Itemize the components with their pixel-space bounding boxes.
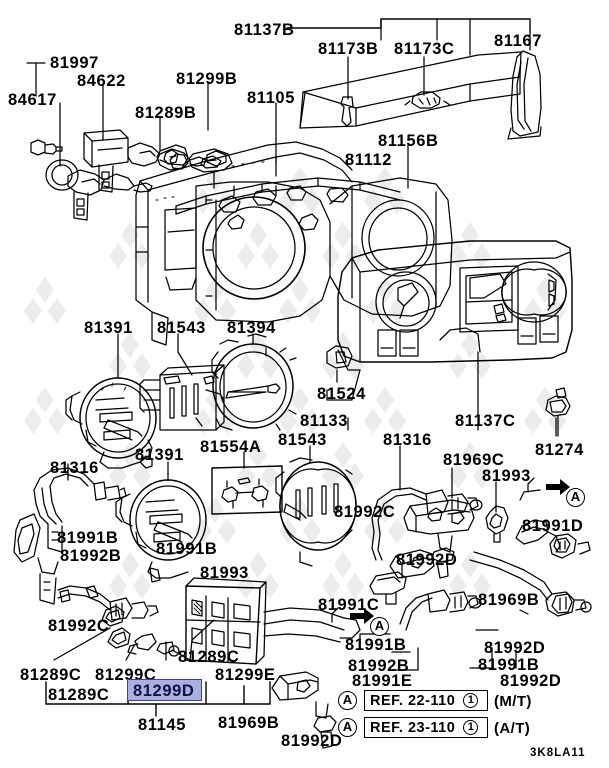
group-81992c-left	[13, 513, 159, 621]
part-label-81992d[interactable]: 81992D	[281, 732, 343, 750]
part-label-81524[interactable]: 81524	[317, 385, 366, 403]
sensor-lead-81316-right	[371, 487, 483, 561]
tachometer-81394	[211, 333, 297, 431]
part-label-84622[interactable]: 84622	[77, 72, 126, 90]
part-label-81394[interactable]: 81394	[227, 319, 276, 337]
part-label-81993[interactable]: 81993	[200, 564, 249, 582]
part-label-81299b[interactable]: 81299B	[176, 70, 238, 88]
lower-left-leaders	[53, 619, 215, 661]
part-label-81992d[interactable]: 81992D	[500, 672, 562, 690]
grommet-81524	[326, 345, 361, 401]
ref-marker-circle-a: A	[338, 691, 357, 710]
misc-bottom-leaders	[359, 609, 529, 671]
bulbs-lower	[101, 605, 180, 657]
part-label-81137c[interactable]: 81137C	[455, 412, 516, 430]
part-label-81289c[interactable]: 81289C	[48, 686, 110, 704]
part-label-81173c[interactable]: 81173C	[394, 40, 455, 58]
speedometer-81391-lower	[115, 479, 207, 583]
part-label-84617[interactable]: 84617	[8, 91, 57, 109]
clip-81991d	[515, 489, 591, 559]
part-label-81992b[interactable]: 81992B	[60, 547, 122, 565]
part-label-81991b[interactable]: 81991B	[478, 656, 540, 674]
label-leaders	[265, 347, 557, 437]
part-label-81274[interactable]: 81274	[535, 441, 584, 459]
small-hardware-top	[30, 129, 207, 221]
sheet-code: 3K8LA11	[530, 747, 586, 759]
part-label-81299e[interactable]: 81299E	[215, 666, 276, 684]
part-label-81991d[interactable]: 81991D	[522, 517, 584, 535]
cluster-housing-81105	[135, 141, 453, 346]
bracket-81992d-upper	[403, 499, 475, 579]
upper-leader-lines	[26, 62, 409, 189]
arrow-marker-circle-a: A	[370, 617, 389, 636]
harness-81969b	[469, 551, 592, 617]
top-bracket-leaders	[286, 18, 531, 100]
reference-box-1[interactable]: REF. 22-110 1	[364, 690, 488, 711]
connector-block-81299e	[185, 577, 361, 665]
harness-81316-left	[33, 467, 127, 553]
transmission-type-label: (A/T)	[494, 720, 531, 737]
reference-qty-circle: 1	[463, 693, 479, 708]
gauge-81543-lower	[275, 457, 357, 567]
part-label-81167[interactable]: 81167	[494, 32, 542, 50]
part-label-81316[interactable]: 81316	[50, 459, 99, 477]
screw-81274	[545, 387, 571, 437]
part-label-81543[interactable]: 81543	[278, 431, 327, 449]
part-label-81991b[interactable]: 81991B	[345, 636, 407, 654]
part-label-81391[interactable]: 81391	[84, 319, 133, 337]
part-label-81554a[interactable]: 81554A	[200, 438, 262, 456]
part-label-81969b[interactable]: 81969B	[218, 714, 280, 732]
clamp-81993-right	[485, 505, 509, 543]
part-label-81289b[interactable]: 81289B	[135, 104, 197, 122]
selected-part-label: 81299D	[133, 682, 195, 700]
part-label-81969b[interactable]: 81969B	[478, 591, 540, 609]
bracket-81991c	[369, 549, 435, 605]
upper-trim-panel	[299, 50, 542, 140]
part-label-81991e[interactable]: 81991E	[352, 672, 413, 690]
part-label-81992d[interactable]: 81992D	[484, 639, 546, 657]
reference-text: REF. 22-110	[370, 692, 456, 709]
part-label-81993[interactable]: 81993	[482, 467, 531, 485]
part-label-81173b[interactable]: 81173B	[318, 40, 379, 58]
part-label-81112[interactable]: 81112	[345, 151, 393, 169]
bracket-81969b-lower	[271, 671, 337, 749]
part-label-81992c[interactable]: 81992C	[48, 617, 110, 635]
dash-bezel-81137c	[337, 240, 573, 373]
leader-81543-upper	[177, 333, 193, 376]
part-label-81992c[interactable]: 81992C	[334, 503, 396, 521]
transmission-type-label: (M/T)	[494, 693, 532, 710]
arrow-marker-circle-a: A	[566, 488, 585, 507]
reference-text: REF. 23-110	[370, 719, 456, 736]
part-label-81991b[interactable]: 81991B	[156, 540, 218, 558]
ref-arrow-tails	[331, 477, 535, 623]
part-label-81145[interactable]: 81145	[138, 716, 186, 734]
reference-box-2[interactable]: REF. 23-110 1	[364, 717, 488, 738]
part-label-81289c[interactable]: 81289C	[178, 648, 240, 666]
part-label-81997[interactable]: 81997	[50, 54, 99, 72]
part-label-81991b[interactable]: 81991B	[57, 529, 119, 547]
reference-qty-circle: 1	[463, 720, 479, 735]
part-label-81105[interactable]: 81105	[247, 89, 295, 107]
part-label-81137b[interactable]: 81137B	[234, 21, 295, 39]
selected-part-highlight[interactable]: 81299D	[127, 679, 202, 701]
part-label-81289c[interactable]: 81289C	[20, 666, 82, 684]
part-label-81156b[interactable]: 81156B	[378, 132, 439, 150]
part-label-81133[interactable]: 81133	[300, 412, 348, 430]
part-label-81992b[interactable]: 81992B	[348, 657, 410, 675]
part-label-81543[interactable]: 81543	[157, 319, 206, 337]
connector-81969c	[399, 589, 482, 631]
decal-81554a	[211, 465, 283, 515]
part-label-81991c[interactable]: 81991C	[318, 596, 380, 614]
part-label-81969c[interactable]: 81969C	[443, 451, 505, 469]
part-label-81992d[interactable]: 81992D	[396, 551, 458, 569]
part-label-81391[interactable]: 81391	[135, 446, 184, 464]
part-label-81316[interactable]: 81316	[383, 431, 432, 449]
ref-arrows	[350, 479, 570, 624]
ref-marker-circle-a: A	[338, 718, 357, 737]
